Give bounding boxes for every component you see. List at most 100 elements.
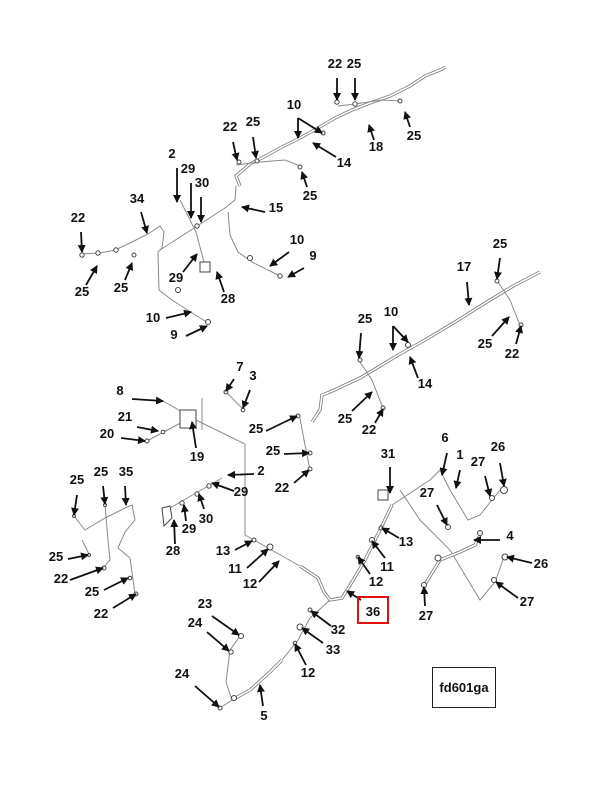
callout-number: 25 [478, 336, 492, 351]
leader-arrow [269, 251, 290, 267]
callout-number: 30 [195, 175, 209, 190]
leader-arrow [464, 281, 473, 306]
callout-number: 10 [287, 97, 301, 112]
leader-arrow [71, 494, 79, 516]
callout-3: 3 [241, 368, 257, 409]
leader-arrow [287, 267, 305, 278]
callout-number: 4 [506, 528, 514, 543]
callout-24: 24 [188, 615, 230, 652]
callout-number: 24 [175, 666, 190, 681]
callout-25: 25 [75, 265, 98, 299]
leader-arrow [392, 325, 409, 343]
leader-arrow [246, 548, 269, 569]
leader-arrow [301, 627, 324, 644]
leader-arrow [371, 540, 386, 559]
callout-11: 11 [371, 540, 394, 574]
callout-12: 12 [294, 643, 315, 680]
callout-25: 25 [338, 391, 373, 426]
callout-27: 27 [471, 454, 493, 497]
leader-arrow [515, 325, 523, 345]
callout-number: 22 [223, 119, 237, 134]
callout-33: 33 [301, 627, 340, 657]
callout-10: 10 [269, 232, 304, 267]
callout-25: 25 [246, 114, 260, 159]
callout-number: 18 [369, 139, 383, 154]
callout-number: 32 [331, 622, 345, 637]
callout-15: 15 [241, 200, 283, 215]
callout-5: 5 [257, 684, 268, 723]
diagram-id-label: fd601ga [432, 667, 496, 708]
leader-arrow [140, 211, 149, 234]
leader-arrow [67, 552, 89, 561]
callout-number: 14 [418, 376, 433, 391]
leader-arrow [136, 425, 159, 434]
leader-arrow [131, 396, 164, 405]
callout-25: 25 [85, 577, 129, 599]
callout-number: 25 [347, 56, 361, 71]
callout-number: 22 [505, 346, 519, 361]
callout-number: 14 [337, 155, 352, 170]
callout-27: 27 [495, 581, 534, 609]
callout-number: 23 [198, 596, 212, 611]
callout-22: 22 [54, 566, 104, 586]
leader-arrow [283, 449, 310, 458]
callout-25: 25 [478, 316, 510, 351]
callout-27: 27 [419, 586, 433, 623]
callout-21: 21 [118, 409, 159, 434]
callout-29: 29 [211, 481, 248, 499]
callout-26: 26 [491, 439, 507, 487]
callout-number: 27 [420, 485, 434, 500]
leader-arrow [439, 452, 448, 476]
callout-8: 8 [116, 383, 164, 405]
leader-arrow [241, 204, 266, 213]
callout-10: 10 [146, 309, 192, 325]
leader-arrow [374, 408, 384, 424]
callout-25: 25 [493, 236, 507, 280]
callout-number: 9 [170, 327, 177, 342]
callout-25: 25 [94, 464, 108, 505]
callout-number: 5 [260, 708, 267, 723]
callout-22: 22 [275, 469, 310, 495]
callout-number: 29 [169, 270, 183, 285]
callout-number: 12 [301, 665, 315, 680]
callout-number: 10 [146, 310, 160, 325]
callout-7: 7 [225, 359, 244, 392]
callout-number: 3 [249, 368, 256, 383]
leader-arrow [85, 265, 98, 286]
callout-number: 25 [246, 114, 260, 129]
callout-4: 4 [473, 528, 514, 544]
callout-22: 22 [71, 210, 86, 253]
callout-9: 9 [287, 248, 317, 278]
leader-arrow [231, 141, 240, 161]
callout-number: 24 [188, 615, 203, 630]
callout-6: 6 [439, 430, 449, 476]
callout-number: 25 [94, 464, 108, 479]
pipes [73, 65, 541, 709]
callout-22: 22 [362, 408, 384, 437]
callout-number: 27 [520, 594, 534, 609]
leader-arrow [211, 615, 240, 636]
callout-22: 22 [505, 325, 523, 361]
callout-number: 27 [471, 454, 485, 469]
callout-number: 25 [49, 549, 63, 564]
leader-arrow [294, 643, 307, 666]
callout-13: 13 [381, 527, 413, 549]
leader-arrow [297, 117, 323, 134]
leader-arrow [367, 124, 376, 141]
callout-number: 26 [491, 439, 505, 454]
callout-13: 13 [216, 540, 253, 558]
callout-number: 12 [243, 576, 257, 591]
callout-25: 25 [266, 443, 310, 458]
callout-1: 1 [453, 447, 464, 489]
leader-arrow [494, 257, 502, 280]
callout-number: 29 [181, 161, 195, 176]
callout-number: 2 [257, 463, 264, 478]
callout-number: 33 [326, 642, 340, 657]
callout-24: 24 [175, 666, 220, 708]
callout-25: 25 [249, 415, 298, 436]
leader-arrow [381, 527, 400, 539]
callout-22: 22 [328, 56, 342, 101]
callout-number: 9 [309, 248, 316, 263]
